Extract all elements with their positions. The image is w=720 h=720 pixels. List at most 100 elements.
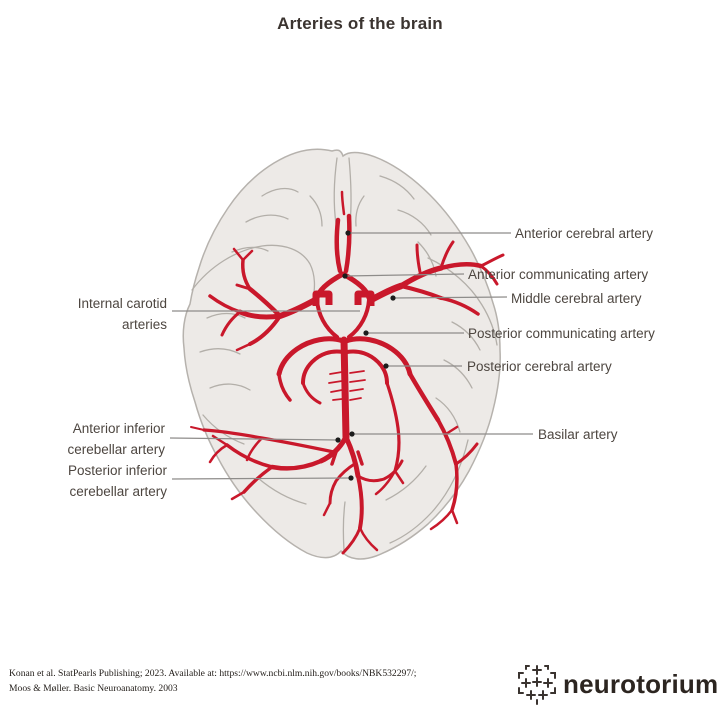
artery-twig (241, 249, 254, 262)
superior-cerebellar-artery (301, 349, 345, 385)
leader-dot (348, 475, 354, 481)
pontine-branch (330, 389, 343, 393)
label-anterior-communicating-artery: Anterior communicating artery (468, 267, 649, 282)
sulcus-line (261, 187, 299, 197)
label-posterior-inferior-cerebellar-artery: Posterior inferior cerebellar artery (7, 460, 167, 502)
artery-twig (235, 342, 252, 352)
leader-line (344, 273, 465, 277)
label-line: Anterior inferior (72, 421, 165, 436)
artery-branch (407, 371, 441, 423)
artery-twig (235, 283, 252, 291)
artery-branch (220, 310, 242, 337)
citation: Konan et al. StatPearls Publishing; 2023… (9, 666, 509, 696)
sulcus-line (342, 501, 346, 551)
artery-twig (454, 442, 479, 466)
pontine-branch (349, 397, 362, 401)
sulcus-line (245, 214, 289, 223)
artery-twig (230, 490, 246, 501)
label-line: Posterior inferior (67, 463, 167, 478)
artery-twig (301, 381, 322, 405)
sulcus-line (206, 312, 246, 319)
pontine-branch (349, 370, 365, 374)
pontine-branch (349, 379, 366, 383)
artery-branch (241, 258, 252, 291)
label-middle-cerebral-artery: Middle cerebral artery (511, 291, 642, 306)
pontine-branch (328, 380, 343, 384)
leader-line (392, 296, 508, 299)
artery-twig (190, 426, 205, 431)
lobe-outline (191, 244, 316, 303)
leader-line (171, 477, 352, 480)
artery-branch (247, 286, 283, 319)
artery-branch (277, 372, 292, 402)
label-anterior-inferior-cerebellar-artery: Anterior inferior cerebellar artery (5, 418, 165, 460)
artery-twig (232, 247, 245, 262)
artery-branch (269, 458, 324, 471)
anterior-cerebral-artery (334, 217, 343, 274)
label-posterior-cerebral-artery: Posterior cerebral artery (467, 359, 612, 374)
label-anterior-cerebral-artery: Anterior cerebral artery (515, 226, 654, 241)
anterior-cerebral-artery (343, 213, 352, 274)
label-internal-carotid-arteries: Internal carotid arteries (7, 293, 167, 335)
leader-dot (335, 437, 341, 443)
leader-dot (363, 330, 369, 336)
artery-branch (356, 459, 404, 483)
label-line: Internal carotid (77, 296, 167, 311)
label-line: cerebellar artery (69, 484, 167, 499)
artery-branch (340, 190, 346, 216)
sulcus-line (209, 383, 251, 391)
fissure-line (333, 157, 338, 225)
label-posterior-communicating-artery: Posterior communicating artery (468, 326, 655, 341)
artery-twig (322, 501, 332, 517)
leader-line (169, 437, 339, 441)
artery-twig (211, 434, 229, 447)
citation-line: Konan et al. StatPearls Publishing; 2023… (9, 668, 417, 679)
posterior-inferior-cerebellar-artery (328, 461, 358, 505)
artery-branch (399, 284, 443, 300)
artery-twig (439, 240, 455, 270)
page-title: Arteries of the brain (277, 14, 443, 33)
leader-dot (342, 273, 348, 279)
artery-branch (439, 296, 480, 316)
artery-twig (356, 450, 364, 466)
artery-branch (385, 381, 401, 473)
sulcus-line (257, 477, 307, 505)
leader-dot (390, 295, 396, 301)
sulcus-line (199, 348, 241, 355)
logo-wordmark: neurotorium (563, 668, 719, 699)
artery-network (190, 190, 505, 555)
neurotorium-logo: neurotorium (516, 662, 718, 706)
artery-twig (330, 450, 338, 466)
label-line: cerebellar artery (67, 442, 165, 457)
artery-twig (341, 526, 362, 555)
artery-branch (356, 474, 364, 530)
label-line: arteries (121, 317, 167, 332)
leader-dot (345, 230, 351, 236)
artery-branch (438, 262, 484, 271)
pontine-branch (332, 398, 343, 401)
artery-twig (415, 243, 422, 274)
artery-twig (245, 436, 264, 462)
artery-twig (358, 526, 379, 552)
sulcus-line (355, 195, 365, 227)
artery-twig (479, 264, 499, 286)
leader-dot (383, 363, 389, 369)
artery-branch (450, 462, 459, 512)
sulcus-line (397, 209, 432, 236)
citation-line: Moos & Møller. Basic Neuroanatomy. 2003 (9, 683, 178, 694)
pontine-branch (349, 388, 364, 392)
sulcus-line (309, 195, 323, 227)
sulcus-line (451, 321, 481, 351)
posterior-cerebral-artery (276, 336, 346, 377)
artery-twig (393, 469, 405, 485)
artery-twig (450, 508, 459, 525)
artery-twig (208, 443, 229, 464)
artery-twig (444, 425, 459, 436)
sulcus-line (379, 175, 415, 200)
pontine-branch (329, 371, 343, 375)
sulcus-line (443, 359, 473, 389)
sulcus-line (435, 397, 461, 433)
middle-cerebral-artery (277, 297, 318, 319)
